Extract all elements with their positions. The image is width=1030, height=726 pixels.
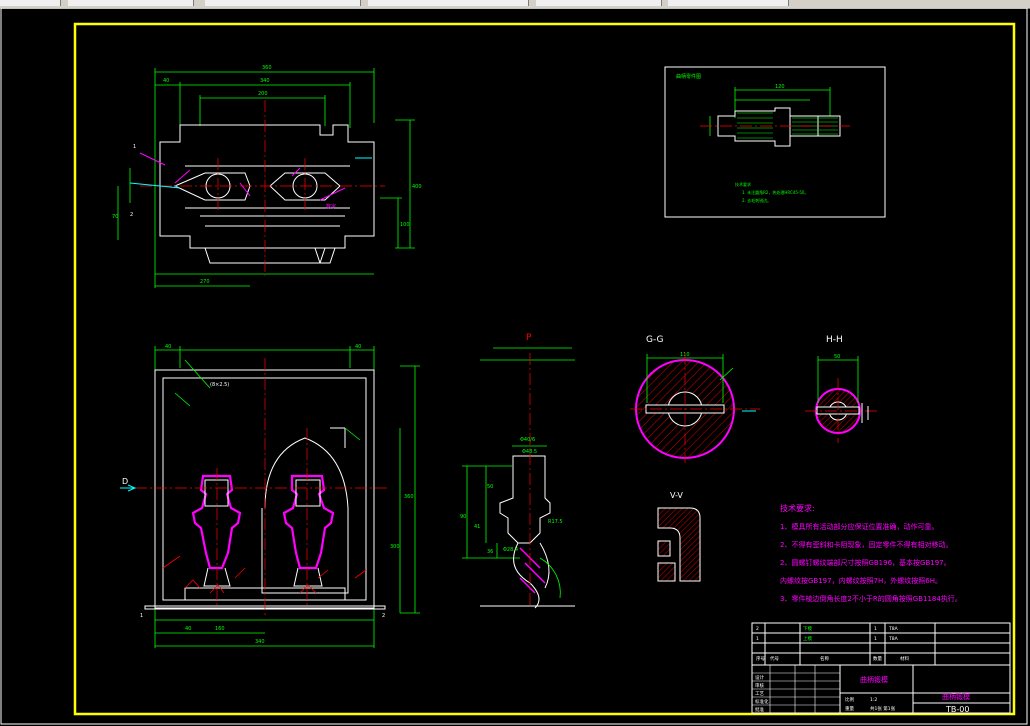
title-block: 2 下模 1 T8A 1 上模 1 T8A 序号 代号 名称 数量 材料 设计 … (751, 622, 1011, 714)
front-view: D 40 40 (8×2.5) 40 160 340 360 300 1 2 (120, 344, 420, 648)
inset-part-drawing: 曲柄零件图 120 技术要求 1. 未注圆角R2，热处理HRC45-50。 2.… (664, 66, 886, 218)
dim-text: 50 (487, 484, 493, 490)
leader-label: 1 (133, 144, 136, 150)
dim-text: 41 (474, 524, 480, 530)
tb-scale-label: 比例 (845, 696, 854, 703)
leader-note: (8×2.5) (210, 382, 229, 388)
dim-text: 70 (112, 214, 118, 220)
toolbar-tab[interactable] (368, 0, 529, 6)
dim-text: 360 (262, 65, 272, 71)
tb-role: 标准化 (755, 698, 769, 705)
dim-text: 40 (163, 78, 169, 84)
dim-text: 120 (775, 84, 785, 90)
dim-text: 90 (460, 514, 466, 520)
toolbar-tab[interactable] (68, 0, 194, 6)
tb-header: 名称 (820, 655, 829, 662)
notes-line: 3、零件棱边倒角长度2不小于R的圆角按照GB1184执行。 (780, 594, 962, 603)
toolbar-tab[interactable] (0, 0, 61, 6)
tb-header: 数量 (873, 655, 882, 662)
tb-weight-label: 重量 (845, 705, 854, 712)
tb-header: 材料 (900, 655, 909, 662)
tb-cell: 1 (756, 636, 759, 642)
tb-role: 审核 (755, 682, 764, 689)
section-vv: V-V (657, 491, 701, 582)
dim-text: Φ40/6 (520, 437, 535, 443)
dim-text: 360 (404, 494, 414, 500)
part-label: 2 (382, 613, 385, 619)
notes-line: 1、模具所有活动部分应保证位置准确，动作可靠。 (780, 522, 938, 531)
dim-text: 100 (400, 222, 410, 228)
toolbar-tab[interactable] (205, 0, 361, 6)
tb-cell: T8A (888, 626, 899, 632)
dim-text: 270 (200, 279, 210, 285)
tb-cell: T8A (888, 636, 899, 642)
inset-title: 曲柄零件图 (676, 73, 701, 80)
tb-company: 曲柄锻模 (860, 675, 888, 684)
inset-note: 2. 去毛刺锐边。 (742, 197, 771, 203)
drawing-frame (73, 22, 1016, 716)
section-label-vv: V-V (670, 491, 683, 500)
tb-drawing-no: TB-00 (945, 705, 969, 714)
detail-p: P Φ40/6 Φ48.5 90 (460, 333, 575, 609)
dim-text: 40 (355, 344, 361, 350)
dim-text: 160 (215, 626, 225, 632)
dim-text: 300 (390, 544, 400, 550)
tb-cell: 1 (874, 636, 877, 642)
tb-cell: 2 (756, 626, 759, 632)
section-hh: H-H 50 (805, 335, 880, 443)
dim-text: 200 (258, 91, 268, 97)
dim-text: R17.5 (548, 519, 563, 525)
tb-cell: 上模 (803, 635, 812, 642)
top-view: 360 40 340 200 270 400 100 70 1 2 数字 (112, 65, 422, 288)
sheet-outer-border (0, 8, 1028, 725)
section-label-gg: G-G (646, 335, 664, 345)
tb-role: 工艺 (755, 691, 764, 697)
tb-sheet: 共1张 第1张 (870, 705, 896, 712)
dim-text: 340 (255, 639, 265, 645)
tb-role: 批准 (755, 706, 764, 713)
section-label-hh: H-H (826, 335, 843, 345)
tb-role: 设计 (755, 674, 764, 681)
toolbar-tab[interactable] (536, 0, 662, 6)
dim-text: 40 (165, 344, 171, 350)
section-gg: G-G 110 (630, 335, 760, 463)
part-label: 1 (140, 613, 143, 619)
tb-header: 序号 (756, 655, 765, 662)
leader-label: 2 (130, 212, 133, 218)
dim-text: 50 (834, 354, 840, 360)
tb-header: 代号 (770, 655, 779, 662)
notes-line: 2、圆螺钉螺纹端部尺寸按照GB196，基本按GB197。 (780, 558, 951, 567)
dim-text: Φ28.4 (503, 547, 518, 553)
notes-heading: 技术要求: (780, 503, 815, 513)
inset-note: 技术要求 (735, 181, 751, 187)
dim-text: 340 (260, 78, 270, 84)
inset-note: 1. 未注圆角R2，热处理HRC45-50。 (742, 189, 808, 195)
notes-line: 2、不得有歪斜和卡阻现象，固定零件不得有相对移动。 (780, 540, 952, 549)
tb-scale: 1:2 (870, 697, 877, 703)
notes-line: 内螺纹按GB197，内螺纹按照7H，外螺纹按照6H。 (780, 576, 942, 585)
technical-notes: 技术要求: 1、模具所有活动部分应保证位置准确，动作可靠。 2、不得有歪斜和卡阻… (780, 503, 962, 603)
dim-text: 40 (185, 626, 191, 632)
mid-label: 数字 (326, 203, 336, 210)
view-arrow-label: D (122, 477, 128, 486)
tb-cell: 下模 (803, 625, 812, 632)
section-label-p: P (526, 333, 532, 343)
toolbar-tab[interactable] (668, 0, 789, 6)
tb-drawing-title: 曲柄锻模 (942, 692, 970, 701)
tb-cell: 1 (874, 626, 877, 632)
dim-text: 36 (487, 549, 493, 555)
dim-text: 400 (412, 184, 422, 190)
cad-drawing-canvas[interactable]: 360 40 340 200 270 400 100 70 1 2 数字 (0, 8, 1030, 726)
dim-text: Φ48.5 (522, 449, 537, 455)
